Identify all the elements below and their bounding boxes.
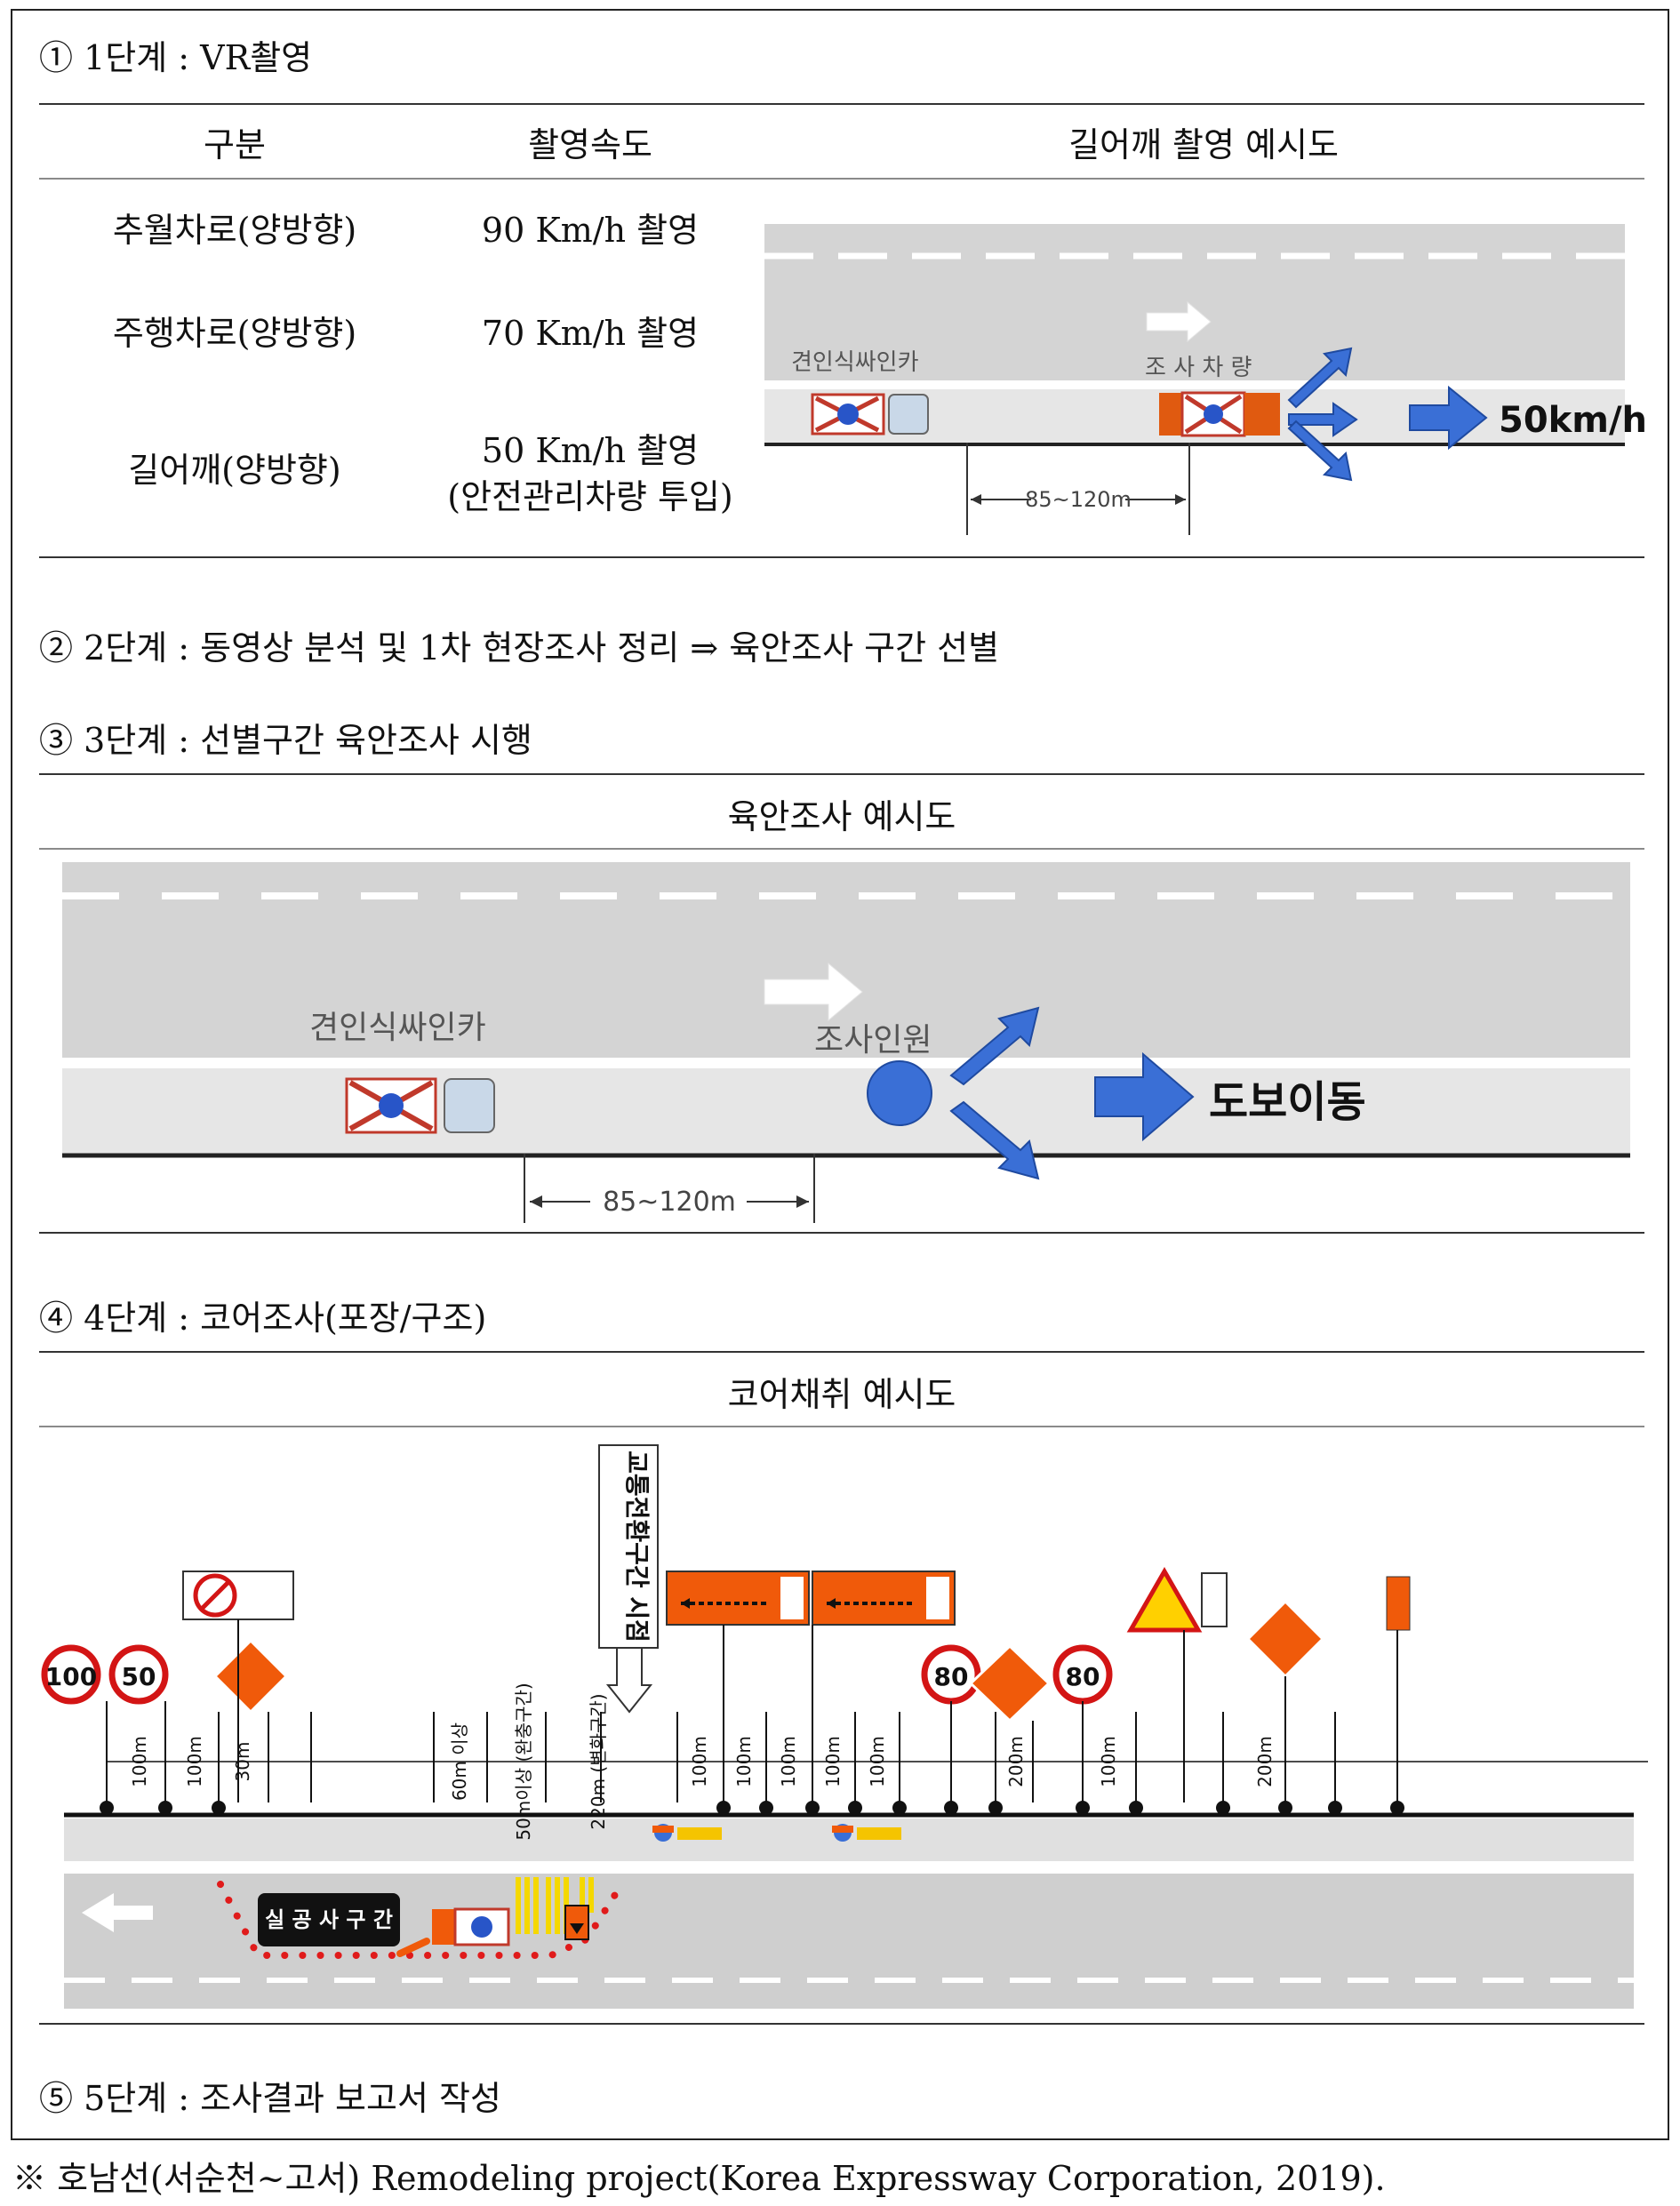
row-category: 추월차로(양방향) xyxy=(112,211,357,250)
row-category: 주행차로(양방향) xyxy=(112,314,357,353)
arrow-board-icon xyxy=(564,1905,589,1940)
core-sampling-header: 코어채취 예시도 xyxy=(727,1375,956,1414)
tow-car-icon xyxy=(345,1077,495,1134)
flagman-icon xyxy=(832,1824,901,1842)
table-header-speed: 촬영속도 xyxy=(528,125,652,164)
visual-survey-header: 육안조사 예시도 xyxy=(727,797,956,836)
distance-label: 100m xyxy=(867,1736,888,1787)
distance-label: 100m xyxy=(1098,1736,1119,1787)
start-point-sign xyxy=(598,1444,659,1649)
step3-title: ③ 3단계 : 선별구간 육안조사 시행 xyxy=(39,721,532,760)
row-speed: 70 Km/h 촬영 xyxy=(481,314,700,353)
pointer-arrow-icon xyxy=(605,1647,653,1714)
step5-title: ⑤ 5단계 : 조사결과 보고서 작성 xyxy=(39,2079,501,2118)
survey-vehicle-icon xyxy=(1159,391,1280,437)
divider xyxy=(39,773,1644,775)
surveyor-label: 조사인원 xyxy=(814,1022,932,1059)
svg-text:50: 50 xyxy=(122,1662,156,1691)
svg-text:80: 80 xyxy=(1066,1662,1100,1691)
forward-arrow-icon xyxy=(1409,385,1488,451)
surveyor-icon xyxy=(867,1060,932,1126)
divider xyxy=(39,1426,1644,1427)
visual-survey-diagram: 견인식싸인카 조사인원 도보이동 85~120m xyxy=(62,862,1630,1223)
distance-label: 100m xyxy=(822,1736,844,1787)
svg-text:100: 100 xyxy=(45,1662,97,1691)
distance-label: 100m xyxy=(184,1736,205,1787)
forward-arrow-icon xyxy=(1094,1051,1195,1142)
row-speed: 90 Km/h 촬영 xyxy=(481,211,700,250)
start-point-label: 교통전환구간 시점 xyxy=(622,1451,652,1643)
divider xyxy=(39,556,1644,558)
distance-label: 200m xyxy=(1254,1736,1276,1787)
small-notice-sign-icon xyxy=(1386,1576,1411,1631)
direction-arrow-icon xyxy=(764,962,863,1022)
core-sampling-diagram: 교통전환구간 시점 100 50 80 80 xyxy=(41,1444,1648,2009)
source-footnote: ※ 호남선(서순천~고서) Remodeling project(Korea E… xyxy=(12,2159,1386,2198)
divider xyxy=(39,103,1644,105)
speed-limit-sign-icon: 100 xyxy=(41,1644,101,1705)
tow-car-icon xyxy=(811,393,929,436)
spread-arrows-icon xyxy=(1287,347,1358,482)
distance-label: 50m이상 (완충구간) xyxy=(513,1682,534,1840)
svg-text:80: 80 xyxy=(934,1662,969,1691)
distance-label: 85~120m xyxy=(1025,487,1132,512)
step4-title: ④ 4단계 : 코어조사(포장/구조) xyxy=(39,1299,487,1338)
spread-arrows-icon xyxy=(949,1006,1040,1180)
walk-label: 도보이동 xyxy=(1209,1077,1366,1127)
row-speed: 50 Km/h 촬영 xyxy=(481,431,700,470)
divider xyxy=(39,178,1644,180)
distance-label: 220m (변화구간) xyxy=(588,1693,609,1829)
row-speed-note: (안전관리차량 투입) xyxy=(447,477,733,516)
divider xyxy=(39,1232,1644,1234)
lane-closure-sign-icon xyxy=(666,1571,810,1626)
distance-label: 100m xyxy=(778,1736,799,1787)
lane-closure-sign-icon xyxy=(812,1571,956,1626)
work-vehicle-icon xyxy=(396,1907,510,1957)
distance-label: 30m xyxy=(232,1742,253,1782)
speed-limit-sign-icon: 80 xyxy=(1052,1644,1113,1705)
distance-label: 100m xyxy=(733,1736,755,1787)
work-zone-box xyxy=(258,1893,400,1946)
table-header-diagram: 길어깨 촬영 예시도 xyxy=(1068,125,1339,164)
survey-vehicle-label: 조 사 차 량 xyxy=(1145,355,1252,381)
flagman-icon xyxy=(652,1824,722,1842)
direction-arrow-icon xyxy=(1146,300,1212,343)
distance-label: 100m xyxy=(689,1736,710,1787)
tow-car-label: 견인식싸인카 xyxy=(309,1010,486,1046)
row-category: 길어깨(양방향) xyxy=(128,451,341,490)
speed-label: 50km/h xyxy=(1499,400,1647,441)
distance-label: 200m xyxy=(1005,1736,1027,1787)
divider xyxy=(39,2023,1644,2025)
distance-label: 60m 이상 xyxy=(449,1722,470,1801)
distance-label: 100m xyxy=(129,1736,150,1787)
step1-title: ① 1단계 : VR촬영 xyxy=(39,38,313,77)
triangle-warning-sign-icon xyxy=(1126,1566,1228,1633)
step2-title: ② 2단계 : 동영상 분석 및 1차 현장조사 정리 ⇒ 육안조사 구간 선별 xyxy=(39,628,1000,667)
tow-car-label: 견인식싸인카 xyxy=(791,349,919,376)
traffic-direction-arrow-icon xyxy=(82,1893,153,1932)
speed-limit-sign-icon: 80 xyxy=(921,1644,981,1705)
divider xyxy=(39,1351,1644,1353)
work-zone-label: 실 공 사 구 간 xyxy=(265,1907,393,1932)
speed-limit-sign-icon: 50 xyxy=(108,1644,169,1705)
divider xyxy=(39,848,1644,850)
construction-warning-sign-icon xyxy=(212,1599,1325,1723)
shoulder-filming-diagram: 견인식싸인카 조 사 차 량 50km/h 85 xyxy=(764,224,1647,535)
table-header-category: 구분 xyxy=(204,125,266,164)
document-frame: ① 1단계 : VR촬영 구분 촬영속도 길어깨 촬영 예시도 추월차로(양방향… xyxy=(11,9,1669,2140)
distance-label: 85~120m xyxy=(603,1187,736,1218)
end-restriction-sign-icon xyxy=(182,1571,294,1620)
